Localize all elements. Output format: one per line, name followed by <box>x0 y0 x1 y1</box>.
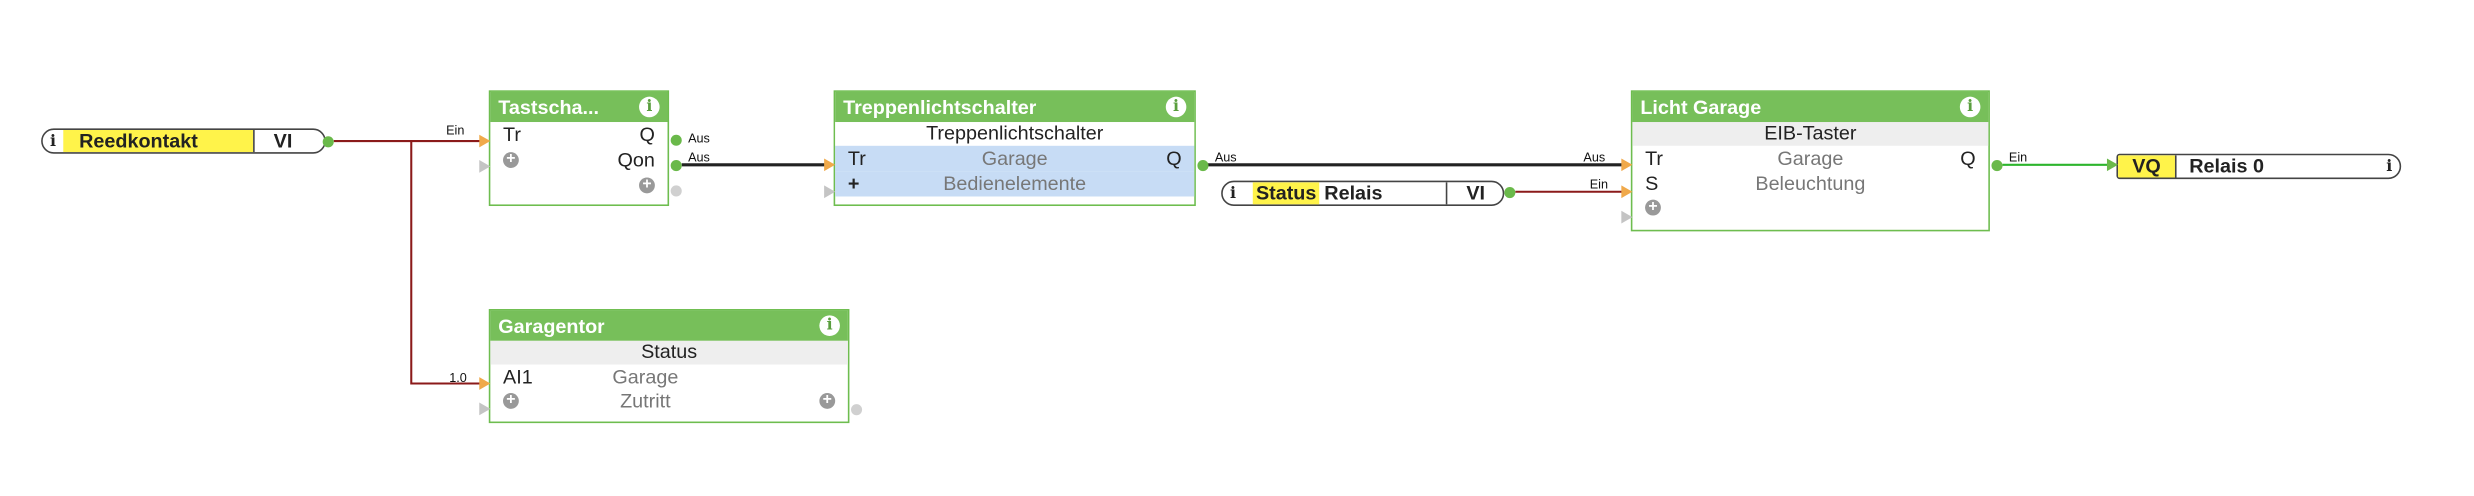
wire-label-ein: Ein <box>446 123 465 138</box>
wire-label-ein-status: Ein <box>1589 177 1608 192</box>
reedkontakt-output-pin[interactable] <box>322 136 334 148</box>
garagentor-desc-zutritt: Zutritt <box>620 389 671 413</box>
tastschalter-row-qon: + Qon <box>490 147 667 172</box>
treppenlicht-desc-garage: Garage <box>981 147 1048 170</box>
tastschalter-output-q: Q <box>639 123 655 146</box>
wire-label-aus-treppe: Aus <box>1214 150 1237 165</box>
licht-garage-input-pin-tr[interactable] <box>1621 158 1633 172</box>
licht-garage-input-s: S <box>1645 172 1659 195</box>
status-relais-name-b: Relais <box>1324 182 1383 205</box>
tastschalter-input-pin-tr[interactable] <box>479 134 491 148</box>
relais0-type: VQ <box>2118 155 2175 178</box>
tastschalter-title: Tastscha... <box>498 95 600 119</box>
licht-garage-row-tr: Tr Garage Q <box>1632 146 1988 171</box>
status-relais-output-pin[interactable] <box>1504 186 1516 199</box>
treppenlicht-row-bedien: + Bedienelemente <box>835 171 1195 197</box>
treppenlicht-input-pin-tr[interactable] <box>824 158 836 172</box>
treppenlicht-output-q: Q <box>1166 147 1182 170</box>
licht-garage-subtitle: EIB-Taster <box>1632 122 1989 146</box>
licht-garage-desc-garage: Garage <box>1777 147 1844 170</box>
garagentor-block[interactable]: Garagentor i Status AI1 Garage + Zutritt… <box>488 309 850 424</box>
plus-icon[interactable]: + <box>503 392 519 409</box>
tastschalter-row-tr: Tr Q <box>490 122 667 147</box>
treppenlicht-output-pin-q[interactable] <box>1197 160 1209 172</box>
reedkontakt-type: VI <box>253 129 324 153</box>
wire-label-ein-relais: Ein <box>2008 150 2028 165</box>
licht-garage-block[interactable]: Licht Garage i EIB-Taster Tr Garage Q S … <box>1630 90 1990 232</box>
licht-garage-output-pin-q[interactable] <box>1991 160 2003 172</box>
licht-garage-row-s: S Beleuchtung <box>1632 171 1988 196</box>
licht-garage-input-pin-s[interactable] <box>1621 185 1633 199</box>
info-icon[interactable]: i <box>639 96 660 118</box>
relais0-input-pin[interactable] <box>2106 158 2119 172</box>
plus-icon[interactable]: + <box>639 177 655 194</box>
licht-garage-input-tr: Tr <box>1645 147 1664 170</box>
relais0-address[interactable]: VQ Relais 0 i <box>2116 153 2402 180</box>
garagentor-row-zutritt: + Zutritt + <box>490 390 847 414</box>
tastschalter-output-pin-q[interactable] <box>670 134 682 146</box>
info-icon[interactable]: i <box>1229 184 1237 203</box>
garagentor-header[interactable]: Garagentor i <box>490 310 848 341</box>
status-relais-type: VI <box>1445 182 1503 205</box>
licht-garage-desc-beleuchtung: Beleuchtung <box>1755 172 1866 195</box>
treppenlicht-input-plus[interactable]: + <box>847 172 860 195</box>
wire-label-one-zero: 1.0 <box>449 370 467 386</box>
tastschalter-output-qon: Qon <box>617 148 655 172</box>
treppenlicht-row-tr: Tr Garage Q <box>835 145 1195 172</box>
reedkontakt-name-b: kontakt <box>127 129 198 153</box>
garagentor-output-pin-add[interactable] <box>851 404 863 416</box>
info-icon[interactable]: i <box>819 315 840 336</box>
licht-garage-title: Licht Garage <box>1640 95 1762 119</box>
relais0-name: Relais 0 <box>2174 155 2379 178</box>
treppenlicht-input-tr: Tr <box>847 147 866 170</box>
plus-icon[interactable]: + <box>1645 199 1661 216</box>
licht-garage-row-add: + <box>1632 197 1988 222</box>
wire-label-aus-qon: Aus <box>688 150 710 165</box>
licht-garage-input-pin-add[interactable] <box>1621 210 1633 224</box>
tastschalter-output-pin-qon[interactable] <box>670 160 682 172</box>
info-icon[interactable]: i <box>49 132 57 150</box>
garagentor-desc-garage: Garage <box>612 366 679 389</box>
treppenlicht-subtitle: Treppenlichtschalter <box>835 122 1195 146</box>
garagentor-input-ai1: AI1 <box>503 366 533 389</box>
reedkontakt-name-a: Reed <box>79 129 128 153</box>
plus-icon[interactable]: + <box>819 392 836 409</box>
licht-garage-header[interactable]: Licht Garage i <box>1632 91 1989 123</box>
garagentor-title: Garagentor <box>498 314 605 337</box>
garagentor-row-ai1: AI1 Garage <box>490 364 847 389</box>
garagentor-input-pin-add[interactable] <box>479 402 491 416</box>
treppenlicht-input-pin-add[interactable] <box>824 185 836 199</box>
treppenlicht-desc-bedienelemente: Bedienelemente <box>943 172 1087 195</box>
garagentor-subtitle: Status <box>490 340 848 365</box>
info-icon[interactable]: i <box>1165 96 1187 118</box>
tastschalter-header[interactable]: Tastscha... i <box>490 91 668 123</box>
tastschalter-block[interactable]: Tastscha... i Tr Q + Qon + <box>488 90 670 207</box>
treppenlicht-title: Treppenlichtschalter <box>843 95 1037 119</box>
wire-label-aus-licht: Aus <box>1583 150 1606 165</box>
licht-garage-output-q: Q <box>1960 147 1976 170</box>
plus-icon[interactable]: + <box>503 151 519 168</box>
wire-label-aus-q: Aus <box>688 131 710 146</box>
status-relais-name-a: Status <box>1252 182 1320 205</box>
info-icon[interactable]: i <box>2386 157 2393 176</box>
tastschalter-input-tr: Tr <box>503 123 521 146</box>
info-icon[interactable]: i <box>1959 96 1981 118</box>
garagentor-input-pin-ai1[interactable] <box>479 377 491 390</box>
tastschalter-row-add: + <box>490 173 667 198</box>
tastschalter-output-pin-add[interactable] <box>670 185 682 197</box>
treppenlicht-header[interactable]: Treppenlichtschalter i <box>835 91 1195 123</box>
treppenlicht-block[interactable]: Treppenlichtschalter i Treppenlichtschal… <box>833 90 1196 207</box>
tastschalter-input-pin-add[interactable] <box>479 160 491 173</box>
wire-reed-garagentor <box>410 141 485 385</box>
